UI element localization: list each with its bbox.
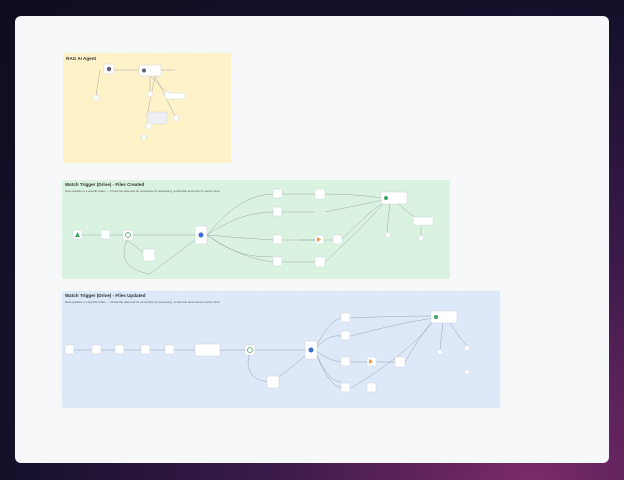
extract-node <box>272 188 283 199</box>
json-node <box>314 256 326 268</box>
model-node <box>172 114 180 122</box>
set-node <box>100 229 111 240</box>
nodes[interactable] <box>64 63 470 393</box>
chat-icon <box>106 66 112 72</box>
code-node <box>314 188 326 200</box>
delete-node <box>140 344 151 355</box>
loop-node <box>244 344 256 356</box>
vector-icon <box>434 315 438 319</box>
set-node <box>91 344 102 355</box>
loop-icon <box>247 347 253 353</box>
switch-icon <box>308 347 314 353</box>
loader-node <box>418 235 424 241</box>
splitter-node <box>412 216 434 226</box>
extract-node <box>340 356 351 367</box>
sub-node <box>92 94 100 102</box>
loop-icon <box>125 232 131 238</box>
drive-trigger-node <box>64 344 75 355</box>
google-drive-icon <box>75 232 80 237</box>
connections <box>73 69 468 389</box>
extract-node <box>340 382 351 393</box>
vector-icon <box>384 196 388 200</box>
workflow-graph <box>64 63 470 393</box>
sticky-note-title: Watch Trigger (Drive) - Files Updated <box>65 293 146 298</box>
loop-node <box>122 229 134 241</box>
filter-node <box>114 344 125 355</box>
vector-tool-node <box>164 92 186 100</box>
vector-store-insert-node <box>430 310 458 324</box>
code-node <box>394 356 406 368</box>
extract-node <box>272 234 283 245</box>
loader-node <box>464 345 470 351</box>
extract-node <box>272 206 283 217</box>
splitter-node <box>464 369 470 375</box>
embeddings-node <box>437 349 443 355</box>
code-node <box>332 234 343 245</box>
database-node <box>194 343 221 357</box>
extract-node <box>340 312 351 323</box>
robot-icon <box>142 68 146 73</box>
workflow-canvas[interactable]: RAG AI Agent Watch Trigger (Drive) - Fil… <box>15 16 609 463</box>
embed-node <box>141 134 147 140</box>
vector-store-node <box>146 111 168 125</box>
sticky-note-title: RAG AI Agent <box>66 56 97 61</box>
search-node <box>164 344 175 355</box>
sticky-note-title: Watch Trigger (Drive) - Files Created <box>65 182 145 187</box>
play-icon <box>369 359 373 364</box>
download-node <box>142 248 156 262</box>
loop-node <box>366 382 377 393</box>
embeddings-node <box>145 122 153 130</box>
extract-node <box>272 256 283 267</box>
play-icon <box>317 237 321 242</box>
sticky-note-description: New uploads in a specific folder → Chunk… <box>65 189 220 193</box>
embeddings-node <box>385 232 391 238</box>
chat-model-node <box>146 90 154 98</box>
vector-store-insert-node <box>380 191 408 205</box>
switch-icon <box>198 232 204 238</box>
sticky-note-description: New updates in a specific folder → Chunk… <box>65 300 220 304</box>
download-node <box>266 375 280 389</box>
sticky-note-files-updated[interactable]: Watch Trigger (Drive) - Files Updated Ne… <box>62 291 500 408</box>
extract-node <box>340 330 351 341</box>
ai-agent-node <box>138 64 162 77</box>
